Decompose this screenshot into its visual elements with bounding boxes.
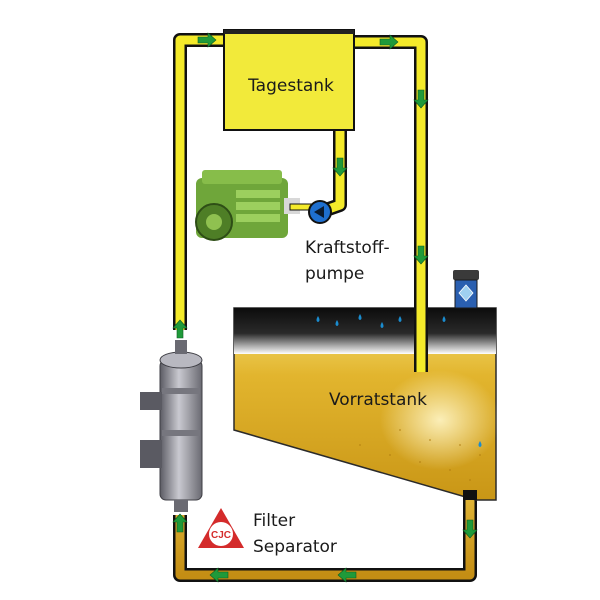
water-drops: [316, 314, 482, 447]
water-drop-icon: [358, 314, 362, 320]
storage-tank-label: Vorratstank: [329, 390, 427, 410]
water-drop-icon: [398, 316, 402, 322]
engine-icon: [195, 170, 315, 241]
flow-arrow-icon: [172, 319, 188, 339]
flow-arrow-icon: [197, 32, 217, 48]
filter-label-line2: Separator: [253, 537, 337, 557]
flow-arrow-icon: [209, 567, 229, 583]
day-tank: [223, 29, 355, 131]
pump-icon: [308, 200, 332, 224]
cjc-logo-icon: CJC: [198, 508, 244, 548]
fuel-pump-label-line1: Kraftstoff-: [305, 238, 390, 258]
flow-arrow-icon: [172, 513, 188, 533]
flow-arrows: [172, 32, 478, 583]
water-drop-icon: [316, 316, 320, 322]
level-indicator-icon: [453, 270, 479, 309]
flow-arrow-icon: [413, 245, 429, 265]
flow-arrow-icon: [413, 89, 429, 109]
flow-arrow-icon: [462, 519, 478, 539]
flow-arrow-icon: [379, 34, 399, 50]
water-drop-icon: [335, 320, 339, 326]
water-drop-icon: [442, 316, 446, 322]
storage-tank: [233, 307, 500, 501]
filter-separator-icon: [140, 340, 203, 512]
water-drop-icon: [380, 322, 384, 328]
filter-label-line1: Filter: [253, 511, 295, 531]
logo-text: CJC: [211, 530, 231, 541]
flow-arrow-icon: [337, 567, 357, 583]
flow-arrow-icon: [332, 157, 348, 177]
fuel-pump-label-line2: pumpe: [305, 264, 364, 284]
day-tank-label: Tagestank: [247, 76, 334, 96]
water-drop-icon: [478, 441, 482, 447]
